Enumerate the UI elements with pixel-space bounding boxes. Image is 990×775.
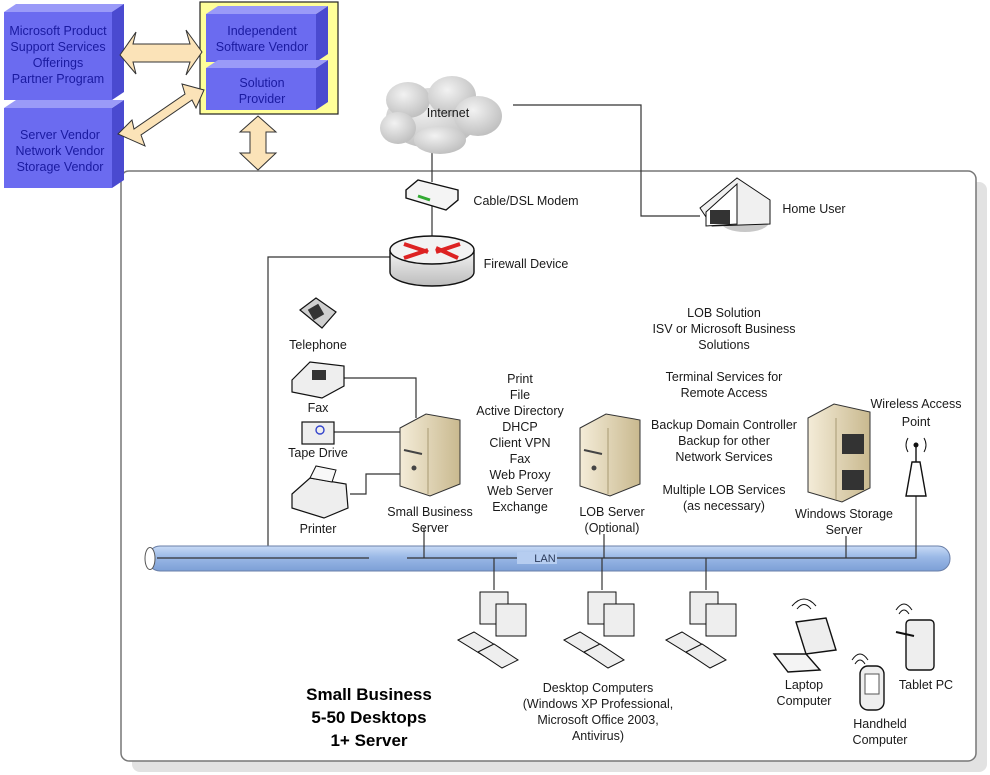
desktops-label: Microsoft Office 2003, xyxy=(537,713,658,727)
lob-note: ISV or Microsoft Business xyxy=(652,322,795,336)
summary-line-3: 1+ Server xyxy=(330,731,407,750)
isv-line-2: Software Vendor xyxy=(216,40,308,54)
telephone-icon xyxy=(299,297,337,329)
isv-box xyxy=(206,6,328,62)
wire-printer-sbs xyxy=(350,473,400,495)
lob-server-icon xyxy=(579,413,641,497)
windows-storage-server-icon xyxy=(807,403,871,503)
firewall-icon xyxy=(389,235,475,287)
arrow-ms-support-isv xyxy=(119,29,203,76)
tape-drive-icon xyxy=(301,421,335,445)
modem-label: Cable/DSL Modem xyxy=(473,194,578,208)
wap-label-line-1: Wireless Access xyxy=(871,397,962,411)
laptop-label-line-2: Computer xyxy=(777,694,832,708)
wireless-access-point-icon xyxy=(905,437,927,497)
printer-icon xyxy=(291,465,349,519)
wire-fax-sbs xyxy=(344,377,417,418)
isv-line-1: Independent xyxy=(227,24,297,38)
sbs-label-line-2: Server xyxy=(412,521,449,535)
wire-internet-home xyxy=(513,104,700,217)
desktops-label: Desktop Computers xyxy=(543,681,653,695)
telephone-label: Telephone xyxy=(289,338,347,352)
desktop-computers-icon-3 xyxy=(664,591,737,669)
arrow-vendors-solution-provider xyxy=(117,83,205,147)
small-business-server-icon xyxy=(399,413,461,497)
firewall-label: Firewall Device xyxy=(484,257,569,271)
lob-note: Terminal Services for xyxy=(666,370,783,384)
lob-note: Backup for other xyxy=(678,434,770,448)
ms-support-line-2: Support Services xyxy=(10,40,105,54)
vendor-line-1: Server Vendor xyxy=(20,128,100,142)
fax-icon xyxy=(291,361,345,399)
sbs-service: File xyxy=(510,388,530,402)
lob-note: Remote Access xyxy=(681,386,768,400)
ms-support-line-1: Microsoft Product xyxy=(9,24,107,38)
vendor-line-3: Storage Vendor xyxy=(17,160,104,174)
home-user-icon xyxy=(699,177,771,232)
wire-firewall-lan xyxy=(267,256,390,558)
solution-provider-line-2: Provider xyxy=(239,92,286,106)
storage-label-line-1: Windows Storage xyxy=(795,507,893,521)
desktops-label: (Windows XP Professional, xyxy=(523,697,674,711)
sbs-services-list: Print File Active Directory DHCP Client … xyxy=(476,372,564,514)
desktops-label: Antivirus) xyxy=(572,729,624,743)
sbs-service: Client VPN xyxy=(489,436,550,450)
handheld-label-line-1: Handheld xyxy=(853,717,907,731)
lob-note: LOB Solution xyxy=(687,306,761,320)
lob-label-line-1: LOB Server xyxy=(579,505,644,519)
sbs-service: Active Directory xyxy=(476,404,564,418)
printer-label: Printer xyxy=(300,522,337,536)
vendors-box xyxy=(4,100,124,188)
sbs-service: Fax xyxy=(510,452,532,466)
handheld-computer-icon xyxy=(851,653,885,711)
sbs-service: Web Proxy xyxy=(490,468,552,482)
solution-provider-line-1: Solution xyxy=(239,76,284,90)
internet-cloud-icon xyxy=(380,76,502,154)
fax-label: Fax xyxy=(308,401,330,415)
tape-drive-label: Tape Drive xyxy=(288,446,348,460)
ms-support-box xyxy=(4,4,124,100)
handheld-label-line-2: Computer xyxy=(853,733,908,747)
lan-label: LAN xyxy=(534,553,555,565)
sbs-service: Exchange xyxy=(492,500,548,514)
small-business-frame xyxy=(120,170,977,762)
internet-label: Internet xyxy=(427,106,470,120)
lob-note: Network Services xyxy=(675,450,772,464)
desktop-computers-icon-2 xyxy=(562,591,635,669)
arrow-solution-provider-smb xyxy=(238,115,278,171)
sbs-service: Web Server xyxy=(487,484,553,498)
lan-backbone xyxy=(157,470,917,559)
summary-line-2: 5-50 Desktops xyxy=(311,708,426,727)
sbs-service: Print xyxy=(507,372,533,386)
summary-line-1: Small Business xyxy=(306,685,432,704)
storage-label-line-2: Server xyxy=(826,523,863,537)
tablet-label: Tablet PC xyxy=(899,678,953,692)
desktop-computers-icon-1 xyxy=(456,591,527,669)
modem-icon xyxy=(405,179,459,211)
ms-support-line-4: Partner Program xyxy=(12,72,104,86)
vendor-line-2: Network Vendor xyxy=(16,144,105,158)
tablet-pc-icon xyxy=(895,603,935,671)
home-user-label: Home User xyxy=(782,202,845,216)
lob-note: (as necessary) xyxy=(683,499,765,513)
sbs-label-line-1: Small Business xyxy=(387,505,472,519)
lob-label-line-2: (Optional) xyxy=(585,521,640,535)
laptop-icon xyxy=(772,598,837,673)
solution-provider-box xyxy=(206,60,328,110)
ms-support-line-3: Offerings xyxy=(33,56,84,70)
lob-note: Backup Domain Controller xyxy=(651,418,797,432)
lob-note: Solutions xyxy=(698,338,749,352)
sbs-service: DHCP xyxy=(502,420,537,434)
lan-label-bg xyxy=(517,552,557,564)
wap-label-line-2: Point xyxy=(902,415,931,429)
lob-note: Multiple LOB Services xyxy=(663,483,786,497)
laptop-label-line-1: Laptop xyxy=(785,678,823,692)
